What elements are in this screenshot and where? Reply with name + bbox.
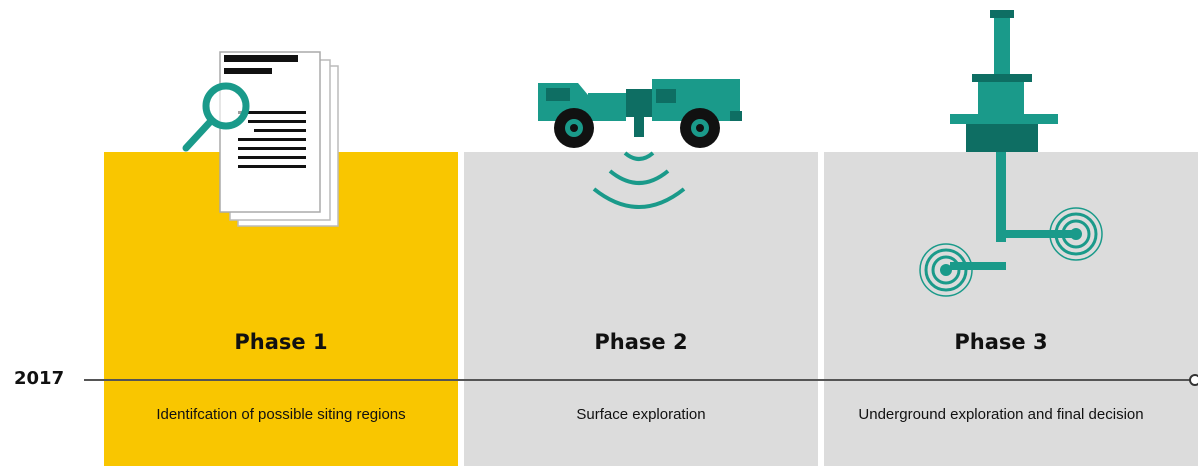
phase-2-title: Phase 2 xyxy=(594,330,688,354)
phase-2-description: Surface exploration xyxy=(576,406,706,423)
timeline-year: 2017 xyxy=(14,368,65,389)
phase-3-description: Underground exploration and final decisi… xyxy=(858,406,1144,423)
timeline-end-marker xyxy=(1189,374,1198,386)
timeline-line xyxy=(84,379,1192,381)
document-magnifier-icon xyxy=(182,51,339,227)
phase-3-title: Phase 3 xyxy=(954,330,1048,354)
phase-3-panel: Phase 3 Underground exploration and fina… xyxy=(824,152,1198,466)
phase-1-description: Identifcation of possible siting regions xyxy=(156,406,406,423)
survey-truck-icon xyxy=(538,79,742,209)
phase-1-title: Phase 1 xyxy=(234,330,328,354)
drill-rig-icon xyxy=(919,10,1103,297)
phase-2-panel: Phase 2 Surface exploration xyxy=(464,152,818,466)
